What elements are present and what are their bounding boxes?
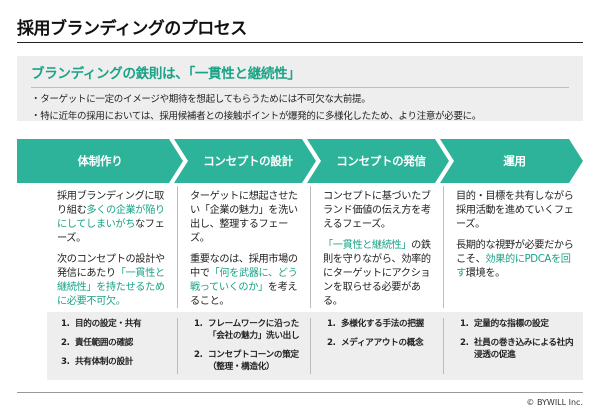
rule-bullet: ・ターゲットに一定のイメージや期待を想起してもらうためには不可欠な大前提。 <box>31 94 371 105</box>
step-description: 目的・目標を共有しながら採用活動を進めていくフェーズ。長期的な視野が必要だからこ… <box>446 186 583 309</box>
task-item: 2. メディアアウトの概念 <box>327 337 435 349</box>
rule-heading: ブランディングの鉄則は、「一貫性と継続性」 <box>31 66 301 82</box>
body-text: ターゲットに想起させたい「企業の魅力」を洗い出し、整理するフェーズ。 <box>190 191 298 244</box>
task-text: 責任範囲の確認 <box>75 338 134 348</box>
step-label: コンセプトの発信 <box>336 154 426 168</box>
highlight-text: 「一貫性と継続性」を持たせるために必要不可欠。 <box>57 268 165 307</box>
highlight-text: 多くの企業が陥りにしてしまいがち <box>57 205 165 230</box>
step-arrow-concept-delivery: コンセプトの発信 <box>307 139 449 183</box>
task-number: 1. <box>194 319 203 329</box>
step-tasks: 1. フレームワークに沿った「会社の魅力」洗い出し 2. コンセプトコーンの策定（整理… <box>180 312 308 380</box>
step-paragraph: 重要なのは、採用市場の中で「何を武器に、どう戦っていくのか」を考えること。 <box>190 253 304 309</box>
step-paragraph: 目的・目標を共有しながら採用活動を進めていくフェーズ。 <box>456 190 577 232</box>
tasks-panel <box>47 312 583 380</box>
task-item: 3. 共有体制の設計 <box>61 356 169 368</box>
rule-heading-divider <box>31 87 569 88</box>
rule-bullet: ・特に近年の採用においては、採用候補者との接触ポイントが爆発的に多様化したため、… <box>31 111 482 122</box>
footer-divider <box>17 392 583 393</box>
highlight-text: 効果的にPDCAを回す <box>456 254 571 279</box>
column-divider <box>310 186 311 308</box>
step-tasks: 1. 定量的な指標の設定 2. 社員の巻き込みによる社内浸透の促進 <box>446 312 583 368</box>
task-item: 1. 多様化する手法の把握 <box>327 318 435 330</box>
column-divider <box>177 186 178 308</box>
task-text: 定量的な指標の設定 <box>474 319 549 329</box>
task-number: 1. <box>61 319 70 329</box>
step-paragraph: コンセプトに基づいたブランド価値の伝え方を考えるフェーズ。 <box>323 190 437 232</box>
task-item: 1. 目的の設定・共有 <box>61 318 169 330</box>
step-label: 運用 <box>503 154 526 168</box>
task-number: 2. <box>327 338 336 348</box>
tasks-divider <box>177 318 178 374</box>
tasks-divider <box>443 318 444 374</box>
step-description: コンセプトに基づいたブランド価値の伝え方を考えるフェーズ。「一貫性と継続性」の鉄… <box>313 186 443 309</box>
step-description: 採用ブランディングに取り組む多くの企業が陥りにしてしまいがちなフェーズ。次のコン… <box>47 186 177 309</box>
body-text: 目的・目標を共有しながら採用活動を進めていくフェーズ。 <box>456 191 574 230</box>
task-number: 2. <box>61 338 70 348</box>
step-paragraph: ターゲットに想起させたい「企業の魅力」を洗い出し、整理するフェーズ。 <box>190 190 304 246</box>
step-tasks: 1. 多様化する手法の把握 2. メディアアウトの概念 <box>313 312 441 356</box>
step-arrow-setup: 体制作り <box>17 139 183 183</box>
rule-panel: ブランディングの鉄則は、「一貫性と継続性」 ・ターゲットに一定のイメージや期待を… <box>17 56 583 122</box>
task-number: 2. <box>194 350 203 360</box>
step-description: ターゲットに想起させたい「企業の魅力」を洗い出し、整理するフェーズ。重要なのは、… <box>180 186 310 309</box>
step-paragraph: 採用ブランディングに取り組む多くの企業が陥りにしてしまいがちなフェーズ。 <box>57 190 171 246</box>
column-divider <box>443 186 444 308</box>
step-label: 体制作り <box>77 154 123 168</box>
task-text: フレームワークに沿った「会社の魅力」洗い出し <box>208 319 300 341</box>
step-tasks: 1. 目的の設定・共有 2. 責任範囲の確認 3. 共有体制の設計 <box>47 312 175 375</box>
task-text: 共有体制の設計 <box>75 357 134 367</box>
task-text: メディアアウトの概念 <box>341 338 424 348</box>
task-number: 3. <box>61 357 70 367</box>
step-label: コンセプトの設計 <box>203 154 293 168</box>
task-text: コンセプトコーンの策定（整理・構造化） <box>208 350 299 372</box>
task-number: 1. <box>460 319 469 329</box>
task-item: 2. コンセプトコーンの策定（整理・構造化） <box>194 349 302 373</box>
copyright: © BYWILL Inc. <box>526 398 583 407</box>
task-text: 社員の巻き込みによる社内浸透の促進 <box>474 338 574 360</box>
body-text: なフェーズ。 <box>57 219 165 244</box>
body-text: コンセプトに基づいたブランド価値の伝え方を考えるフェーズ。 <box>323 191 431 230</box>
body-text: を考えること。 <box>190 282 298 307</box>
task-text: 多様化する手法の把握 <box>341 319 424 329</box>
step-paragraph: 長期的な視野が必要だからこそ、効果的にPDCAを回す環境を。 <box>456 239 577 281</box>
tasks-divider <box>310 318 311 374</box>
process-arrows: 体制作り コンセプトの設計 コンセプトの発信 運用 <box>17 139 583 183</box>
task-item: 1. 定量的な指標の設定 <box>460 318 577 330</box>
body-text: 重要なのは、採用市場の中で <box>190 254 298 279</box>
highlight-text: 「何を武器に、どう戦っていくのか」 <box>190 268 298 293</box>
task-item: 2. 社員の巻き込みによる社内浸透の促進 <box>460 337 577 361</box>
task-number: 2. <box>460 338 469 348</box>
title-divider <box>17 42 583 43</box>
page-title: 採用ブランディングのプロセス <box>17 19 247 39</box>
task-item: 2. 責任範囲の確認 <box>61 337 169 349</box>
task-item: 1. フレームワークに沿った「会社の魅力」洗い出し <box>194 318 302 342</box>
task-text: 目的の設定・共有 <box>75 319 142 329</box>
body-text: の鉄則を守りながら、効率的にターゲットにアクションを取らせる必要がある。 <box>323 240 431 307</box>
step-arrow-concept-design: コンセプトの設計 <box>174 139 316 183</box>
body-text: 次のコンセプトの設計や発信にあたり <box>57 254 165 279</box>
step-paragraph: 次のコンセプトの設計や発信にあたり「一貫性と継続性」を持たせるために必要不可欠。 <box>57 253 171 309</box>
task-number: 1. <box>327 319 336 329</box>
highlight-text: 「一貫性と継続性」 <box>323 240 412 251</box>
body-text: 環境を。 <box>465 268 506 279</box>
step-paragraph: 「一貫性と継続性」の鉄則を守りながら、効率的にターゲットにアクションを取らせる必… <box>323 239 437 309</box>
body-text: 採用ブランディングに取り組む <box>57 191 164 216</box>
step-arrow-operation: 運用 <box>440 139 583 183</box>
body-text: 長期的な視野が必要だからこそ、 <box>456 240 574 265</box>
